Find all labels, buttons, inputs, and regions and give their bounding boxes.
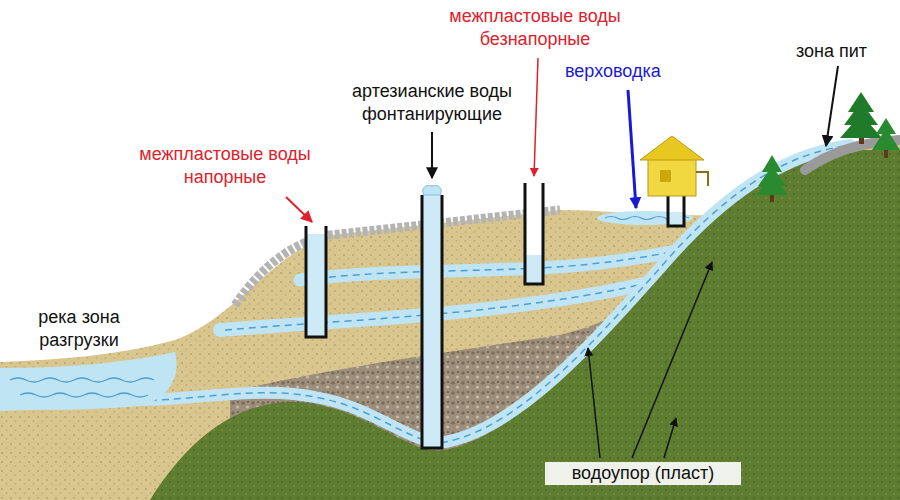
trees-part — [840, 114, 882, 138]
wells-part — [525, 185, 543, 284]
leader-arrows-part — [826, 66, 838, 146]
wells-part — [306, 226, 326, 337]
trees-part — [872, 128, 900, 150]
perched-water-part — [597, 211, 693, 225]
leader-arrows-part — [588, 348, 600, 458]
wells-part — [423, 185, 442, 195]
wells-part — [422, 195, 442, 448]
artesian-aquifer — [140, 145, 850, 442]
recharge-zone-label: зона пит — [796, 40, 896, 63]
wells-part — [306, 228, 326, 337]
leader-arrows-part — [664, 418, 676, 458]
leader-arrows-part — [534, 58, 538, 176]
aquiclude-clay — [150, 150, 900, 500]
artesian-aquifer-part — [150, 146, 845, 442]
wells-part — [668, 195, 684, 226]
ground-layer-part — [0, 140, 900, 500]
ground-layer-part — [235, 210, 560, 305]
house-part — [660, 170, 671, 182]
aquiclude-clay-part — [150, 150, 900, 500]
wells-part — [525, 183, 543, 284]
perched-water-label: верховодка — [565, 60, 695, 83]
perched-water — [597, 211, 693, 225]
discharge-zone-label: река зона разгрузки — [4, 306, 154, 351]
river — [0, 352, 177, 411]
trees-part — [884, 150, 888, 158]
house-part — [696, 172, 708, 186]
wells-part — [306, 234, 326, 337]
artesian-water-label: артезианские воды фонтанирующие — [332, 80, 532, 125]
wells — [306, 183, 684, 448]
confined-water-label: межпластовые воды напорные — [125, 143, 325, 188]
leader-arrows-part — [286, 197, 312, 222]
house-part — [640, 136, 704, 160]
trees — [756, 92, 900, 202]
river-part — [20, 393, 148, 397]
leader-arrows-part — [628, 90, 636, 208]
artesian-aquifer-part — [140, 145, 850, 442]
ground-layer — [0, 140, 900, 500]
river-part — [10, 378, 154, 382]
aquiclude-label: водоупор (пласт) — [545, 462, 741, 485]
wells-part — [668, 193, 684, 226]
unconfined-water-label: межпластовые воды безнапорные — [435, 5, 635, 50]
wells-part — [668, 212, 684, 226]
house-part — [648, 158, 696, 196]
leader-arrows — [286, 58, 838, 458]
trees-part — [756, 176, 788, 195]
house — [640, 136, 708, 196]
leader-arrows-part — [632, 262, 712, 458]
wells-part — [422, 195, 442, 448]
river-part — [0, 352, 177, 411]
wells-part — [525, 255, 543, 284]
leader-arrows-part — [431, 132, 433, 178]
